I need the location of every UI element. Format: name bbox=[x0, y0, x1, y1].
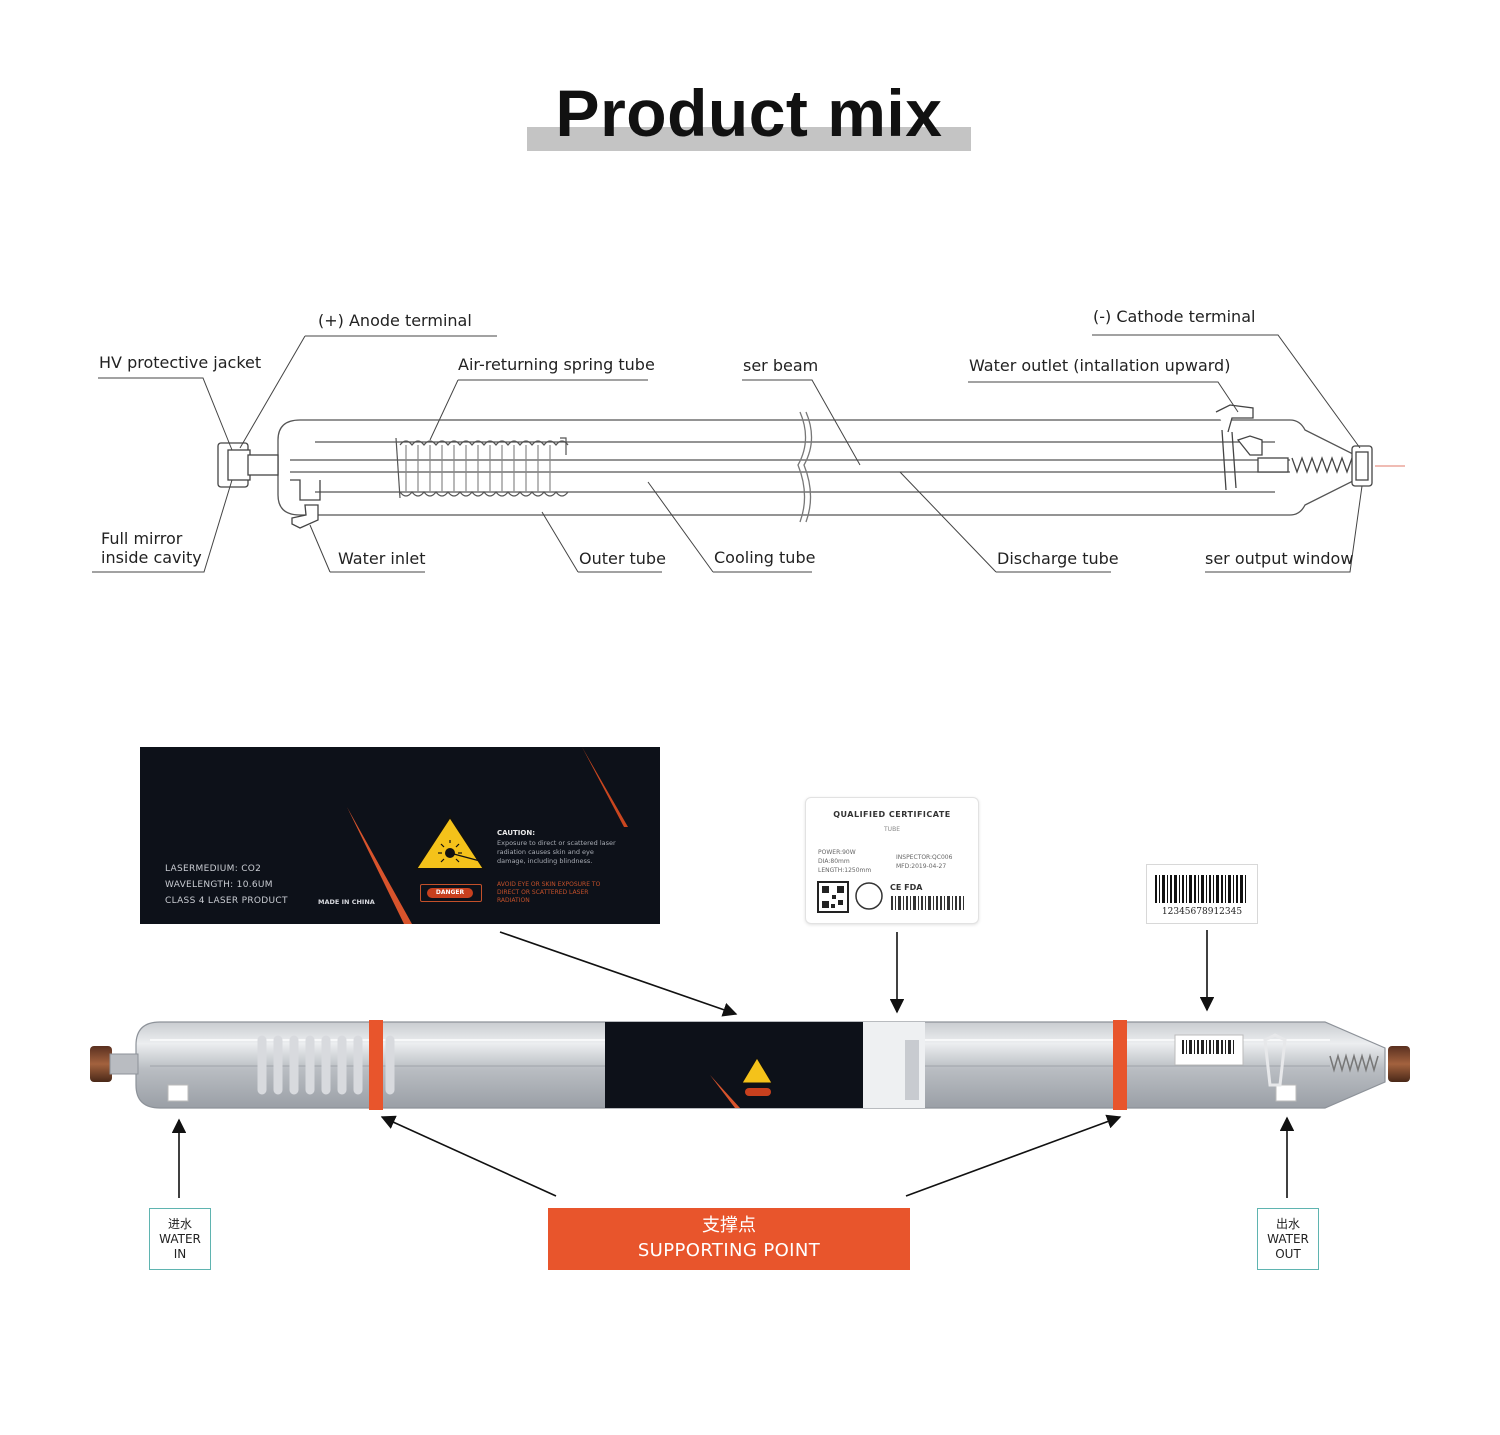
water-in-tag: 进水 WATER IN bbox=[149, 1208, 211, 1270]
barcode-sticker-on-tube bbox=[1174, 1034, 1244, 1066]
water-out-en1: WATER bbox=[1267, 1232, 1309, 1246]
arrow-support-right bbox=[905, 1114, 1122, 1197]
certificate-subtitle: TUBE bbox=[884, 826, 900, 833]
support-ring-left bbox=[369, 1020, 383, 1110]
certificate-inspector: INSPECTOR:QC006 MFD:2019-04-27 bbox=[896, 854, 953, 870]
arrow-support-left bbox=[380, 1115, 557, 1197]
supporting-point-cn: 支撑点 bbox=[702, 1215, 756, 1236]
certificate-band-on-tube bbox=[863, 1022, 925, 1108]
label-hv-jacket: HV protective jacket bbox=[99, 353, 262, 372]
support-ring-right bbox=[1113, 1020, 1127, 1110]
caution-text: Exposure to direct or scattered laser ra… bbox=[497, 839, 616, 865]
label-water-outlet: Water outlet (intallation upward) bbox=[969, 356, 1231, 375]
certificate-graphics bbox=[817, 881, 964, 913]
avoid-exposure-text: AVOID EYE OR SKIN EXPOSURE TO DIRECT OR … bbox=[497, 881, 601, 904]
right-copper-cap bbox=[1388, 1046, 1410, 1082]
tube-diagram bbox=[92, 334, 1405, 573]
certificate-barcode-icon bbox=[891, 896, 964, 910]
glass-tube-body bbox=[135, 1021, 1386, 1109]
supporting-point-en: SUPPORTING POINT bbox=[637, 1240, 821, 1261]
barcode-icon bbox=[1155, 875, 1246, 903]
spring-coil-shape bbox=[395, 437, 569, 499]
discharge-tube-shape bbox=[290, 459, 1290, 473]
qr-code-icon bbox=[817, 881, 849, 913]
label-spring-tube: Air-returning spring tube bbox=[458, 355, 655, 374]
outer-tube-shape bbox=[277, 419, 1356, 516]
tube-spring-coil bbox=[257, 1035, 395, 1095]
certificate-title: QUALIFIED CERTIFICATE bbox=[833, 810, 951, 819]
title-underline-bar bbox=[527, 127, 971, 151]
label-anode-terminal: (+) Anode terminal bbox=[318, 311, 472, 330]
left-copper-cap bbox=[90, 1046, 112, 1082]
water-in-cn: 进水 bbox=[167, 1217, 192, 1231]
water-out-cn: 出水 bbox=[1275, 1217, 1300, 1231]
caution-title: CAUTION: bbox=[497, 829, 536, 837]
label-outer-tube: Outer tube bbox=[579, 549, 666, 568]
made-in-china: MADE IN CHINA bbox=[318, 898, 375, 906]
spec-line-3: CLASS 4 LASER PRODUCT bbox=[165, 896, 288, 906]
spec-line-2: WAVELENGTH: 10.6UM bbox=[165, 880, 273, 890]
certificate-specs: POWER:90W DIA:80mm LENGTH:1250mm bbox=[818, 849, 872, 874]
label-laser-beam: ser beam bbox=[743, 356, 819, 375]
water-in-en2: IN bbox=[173, 1247, 187, 1261]
water-in-en1: WATER bbox=[159, 1232, 201, 1246]
water-inlet-shape bbox=[291, 504, 319, 529]
water-out-tag: 出水 WATER OUT bbox=[1257, 1208, 1319, 1270]
ce-fda-marks: CE FDA bbox=[890, 883, 923, 892]
danger-badge: DANGER bbox=[420, 884, 482, 902]
label-discharge-tube: Discharge tube bbox=[997, 549, 1119, 568]
water-outlet-shape bbox=[1215, 404, 1254, 433]
label-full-mirror: Full mirror inside cavity bbox=[101, 529, 202, 567]
iso-seal-icon bbox=[855, 882, 883, 910]
spec-line-1: LASERMEDIUM: CO2 bbox=[165, 864, 262, 874]
danger-text: DANGER bbox=[427, 888, 473, 898]
label-output-window: ser output window bbox=[1205, 549, 1354, 568]
page-title: Product mix bbox=[555, 76, 943, 150]
label-water-inlet: Water inlet bbox=[338, 549, 426, 568]
title-block: Product mix bbox=[527, 72, 971, 154]
panel-decor bbox=[347, 747, 628, 924]
label-band-on-tube bbox=[605, 1022, 863, 1108]
cooling-tube-shape bbox=[315, 441, 1275, 493]
label-cathode-terminal: (-) Cathode terminal bbox=[1093, 307, 1256, 326]
warning-label-panel: LASERMEDIUM: CO2 WAVELENGTH: 10.6UM CLAS… bbox=[140, 747, 660, 924]
serial-barcode-label: 12345678912345 bbox=[1146, 864, 1258, 924]
barcode-number: 12345678912345 bbox=[1161, 907, 1243, 917]
water-out-en2: OUT bbox=[1275, 1247, 1301, 1261]
arrow-label-to-tube bbox=[499, 931, 738, 1017]
label-cooling-tube: Cooling tube bbox=[714, 548, 816, 567]
qualified-certificate: QUALIFIED CERTIFICATE TUBE POWER:90W DIA… bbox=[805, 797, 979, 924]
supporting-point-banner: 支撑点 SUPPORTING POINT bbox=[548, 1208, 910, 1270]
